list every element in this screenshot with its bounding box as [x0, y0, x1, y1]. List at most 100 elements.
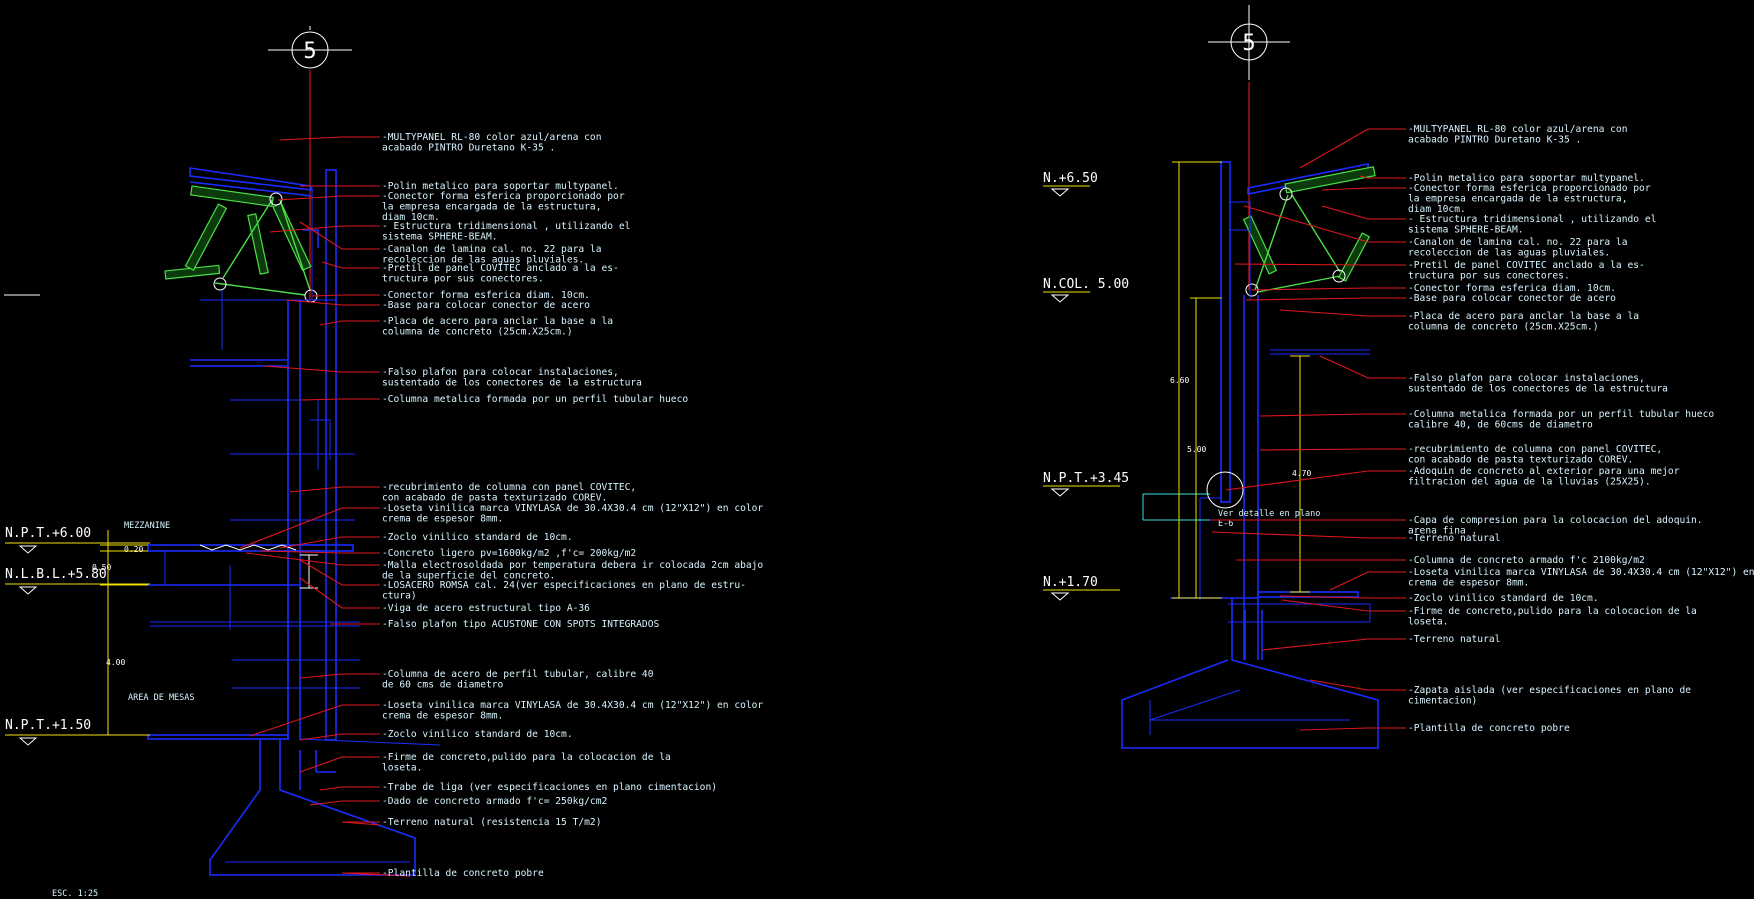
right-note-20: -Terreno natural: [1408, 634, 1500, 645]
right-note-7: -Conector forma esferica diam. 10cm.: [1408, 283, 1616, 294]
left-mezzanine-slab: [147, 544, 360, 689]
svg-text:4.00: 4.00: [106, 658, 125, 667]
right-leader-10: [1319, 355, 1406, 379]
left-section: 5: [4, 26, 441, 899]
right-leader-5: [1243, 205, 1406, 243]
svg-text:N.P.T.+3.45: N.P.T.+3.45: [1043, 471, 1129, 486]
right-note-6: -Pretil de panel COVITEC anclado a la es…: [1408, 260, 1645, 282]
right-leader-3: [1321, 187, 1406, 191]
right-leader-9: [1279, 309, 1406, 317]
left-mezzanine-label: MEZZANINE: [124, 521, 170, 531]
right-leader-18: [1279, 595, 1406, 599]
left-leader-27: [341, 872, 411, 877]
left-note-14: -Zoclo vinilico standard de 10cm.: [382, 532, 573, 543]
right-leader-13: [1225, 470, 1406, 491]
left-leader-12: [289, 486, 380, 493]
svg-text:N.+1.70: N.+1.70: [1043, 575, 1098, 590]
left-level-nlbl-580: N.L.B.L.+5.80: [5, 567, 150, 595]
svg-text:6.60: 6.60: [1170, 376, 1189, 385]
right-note-21: -Zapata aislada (ver especificaciones en…: [1408, 685, 1691, 707]
left-note-18: -Viga de acero estructural tipo A-36: [382, 603, 590, 614]
left-leader-15: [259, 550, 380, 554]
right-note-12: -recubrimiento de columna con panel COVI…: [1408, 444, 1662, 466]
svg-text:0.20: 0.20: [124, 545, 143, 554]
left-note-9: -Placa de acero para anclar la base a la…: [382, 316, 613, 338]
right-note-22: -Plantilla de concreto pobre: [1408, 723, 1570, 734]
left-grid-bubble: 5: [268, 26, 352, 69]
left-note-13: -Loseta vinilica marca VINYLASA de 30.4X…: [382, 503, 763, 525]
left-leader-8: [285, 299, 380, 306]
left-note-8: -Base para colocar conector de acero: [382, 300, 590, 311]
left-note-21: -Loseta vinilica marca VINYLASA de 30.4X…: [382, 700, 763, 722]
right-leader-1: [1299, 128, 1406, 169]
right-note-4: - Estructura tridimensional , utilizando…: [1408, 214, 1656, 236]
left-leader-7: [311, 294, 380, 297]
left-leader-5: [299, 221, 380, 250]
left-leader-16: [245, 552, 380, 566]
right-note-13: -Adoquin de concreto al exterior para un…: [1408, 466, 1680, 488]
left-leader-14: [279, 536, 380, 549]
right-column: [1142, 161, 1370, 660]
left-note-12: -recubrimiento de columna con panel COVI…: [382, 482, 636, 504]
right-note-14: -Capa de compresion para la colocacion d…: [1408, 515, 1703, 537]
left-note-25: -Dado de concreto armado f'c= 250kg/cm2: [382, 796, 607, 807]
left-leader-18: [299, 577, 380, 609]
left-leader-24: [319, 786, 380, 791]
svg-text:0.50: 0.50: [92, 563, 111, 572]
svg-text:N.+6.50: N.+6.50: [1043, 171, 1098, 186]
right-note-9: -Placa de acero para anclar la base a la…: [1408, 311, 1639, 333]
left-leader-25: [309, 800, 380, 806]
right-note-17: -Loseta vinilica marca VINYLASA de 30.4X…: [1408, 567, 1754, 589]
left-note-16: -Malla electrosoldada por temperatura de…: [382, 560, 763, 582]
left-leader-17: [299, 559, 380, 586]
left-note-15: -Concreto ligero pv=1600kg/m2 ,f'c= 200k…: [382, 548, 636, 559]
right-leader-11: [1259, 413, 1406, 417]
right-note-10: -Falso plafon para colocar instalaciones…: [1408, 373, 1668, 395]
right-note-11: -Columna metalica formada por un perfil …: [1408, 409, 1714, 431]
left-note-2: -Polin metalico para soportar multypanel…: [382, 181, 619, 192]
left-footing: [147, 734, 441, 876]
svg-text:5.00: 5.00: [1187, 445, 1206, 454]
right-note-19: -Firme de concreto,pulido para la coloca…: [1408, 606, 1697, 628]
right-level-col-500: N.COL. 5.00: [1043, 277, 1129, 303]
left-note-26: -Terreno natural (resistencia 15 T/m2): [382, 817, 602, 828]
right-leader-6: [1234, 263, 1406, 266]
left-grid-bubble-label: 5: [303, 39, 316, 64]
right-grid-bubble: 5: [1208, 5, 1290, 80]
left-leader-1: [279, 136, 380, 141]
left-level-npt-600: N.P.T.+6.00: [5, 526, 150, 554]
right-leader-22: [1299, 727, 1406, 731]
left-note-4: - Estructura tridimensional , utilizando…: [382, 221, 630, 243]
left-leader-6: [321, 261, 380, 269]
left-leader-22: [299, 733, 380, 741]
right-detail-label-1: Ver detalle en plano: [1218, 509, 1320, 519]
right-level-npt-345: N.P.T.+3.45: [1043, 471, 1129, 497]
right-leader-8: [1245, 297, 1406, 301]
right-grid-bubble-label: 5: [1242, 31, 1255, 56]
right-note-18: -Zoclo vinilico standard de 10cm.: [1408, 593, 1599, 604]
right-detail-label-2: E-6: [1218, 519, 1233, 529]
left-level-npt-150: N.P.T.+1.50: [5, 718, 150, 746]
left-dimensions: 0.20 0.50 4.00: [92, 530, 148, 735]
left-leader-9: [319, 320, 380, 326]
left-leader-21: [249, 704, 380, 737]
right-note-15: -Terreno natural: [1408, 533, 1500, 544]
left-area-label: AREA DE MESAS: [128, 693, 195, 703]
left-leader-26: [341, 821, 381, 826]
svg-text:N.P.T.+6.00: N.P.T.+6.00: [5, 526, 91, 541]
svg-text:N.L.B.L.+5.80: N.L.B.L.+5.80: [5, 567, 107, 582]
left-leader-lines: [239, 136, 411, 877]
right-level-650: N.+6.50: [1043, 171, 1098, 197]
left-leader-10: [263, 365, 380, 373]
right-leader-7: [1251, 287, 1406, 291]
left-space-frame: [164, 185, 318, 303]
left-note-23: -Firme de concreto,pulido para la coloca…: [382, 752, 671, 774]
right-note-3: -Conector forma esferica proporcionado p…: [1408, 183, 1651, 215]
left-note-11: -Columna metalica formada por un perfil …: [382, 394, 688, 405]
svg-text:4.70: 4.70: [1292, 469, 1311, 478]
left-note-6: -Pretil de panel COVITEC anclado a la es…: [382, 263, 619, 285]
